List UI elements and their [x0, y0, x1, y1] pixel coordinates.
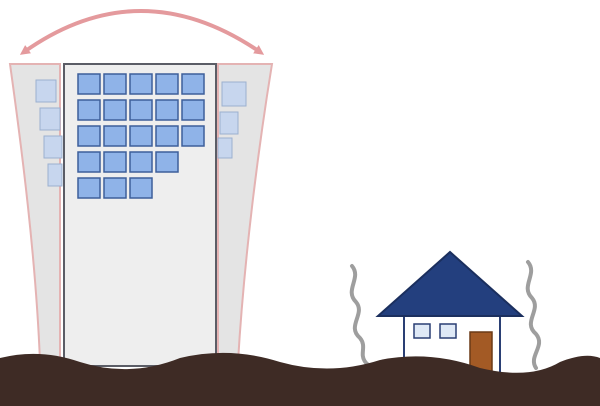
house-window	[413, 323, 431, 339]
ghost-windows-left	[35, 79, 63, 187]
house-icon	[375, 250, 525, 375]
house-window	[439, 323, 457, 339]
shake-lines-icon	[525, 260, 542, 370]
building-windows	[77, 73, 205, 199]
house-roof	[375, 250, 525, 317]
ground-icon	[0, 352, 600, 406]
ghost-windows-right	[217, 81, 247, 159]
sway-double-arrow-icon	[19, 9, 265, 55]
building-sway-outline	[217, 63, 274, 363]
shake-lines-icon	[349, 264, 384, 374]
